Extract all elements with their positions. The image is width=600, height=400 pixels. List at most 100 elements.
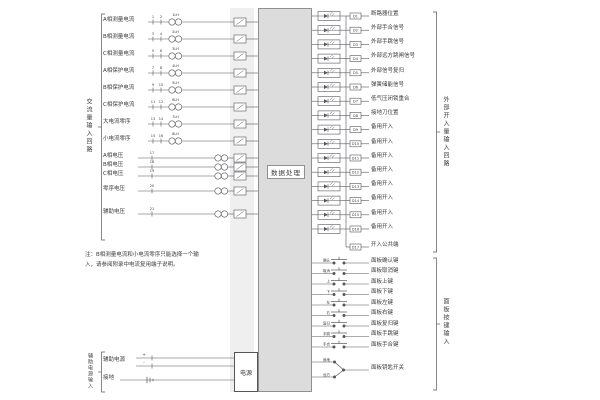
- panel-key-short-label: 左: [327, 300, 331, 305]
- contact-dot: [332, 271, 336, 275]
- analog-voltage-label: 辅助电压: [103, 208, 126, 215]
- converter-slash: [236, 36, 244, 42]
- opto-diode: [324, 113, 328, 118]
- terminal-number: 8: [160, 66, 162, 70]
- panel-key-short-label: 手合: [323, 342, 331, 347]
- digital-input-label: 接地刀位置: [371, 110, 399, 117]
- panel-key-label: 面板左键: [371, 299, 394, 306]
- digital-group-label: 外部开入量输入回路: [442, 96, 449, 168]
- contact-dot: [332, 345, 336, 349]
- data-processing-label: 数据处理: [271, 169, 301, 177]
- terminal-number: 21: [150, 207, 154, 211]
- analog-current-label: 大电流零序: [103, 118, 131, 125]
- digital-input-label: 备用开入: [371, 152, 394, 159]
- analog-voltage-label: A相电压: [103, 152, 124, 159]
- terminal-number: 16: [159, 134, 163, 138]
- contact-dot: [332, 282, 336, 286]
- power-row-label: 接地: [103, 375, 115, 381]
- terminal-number: 19: [150, 169, 154, 173]
- digital-input-label: 外部远方跳闸信号: [371, 53, 416, 60]
- converter-slash: [236, 173, 244, 179]
- converter-slash: [236, 104, 244, 110]
- digital-input-label: 备用开入: [371, 209, 394, 216]
- digital-input-label: 断路器位置: [371, 10, 399, 17]
- terminal-number: D3: [353, 43, 358, 47]
- digital-input-label: 外部信号复归: [371, 67, 405, 74]
- panel-key-label: 面板上键: [371, 278, 394, 285]
- terminal-number: 1: [152, 15, 154, 19]
- converter-slash: [236, 87, 244, 93]
- opto-arrow: [329, 196, 333, 200]
- digital-input-label: 备用开入: [371, 181, 394, 188]
- keyswitch-arm: [335, 370, 344, 377]
- terminal-number: D13: [352, 185, 359, 189]
- contact-dot: [342, 324, 346, 328]
- opto-arrow: [329, 139, 333, 143]
- digital-input-label: 备用开入: [371, 167, 394, 173]
- analog-current-label: B相测量电流: [103, 33, 135, 40]
- opto-diode: [324, 170, 328, 175]
- opto-diode: [324, 42, 328, 47]
- opto-arrow: [331, 98, 335, 101]
- terminal-number: 14: [159, 117, 164, 121]
- opto-arrow: [329, 97, 333, 100]
- terminal-number: 18: [150, 160, 154, 164]
- converter-slash: [236, 138, 244, 144]
- terminal-number: D7: [353, 100, 358, 104]
- terminal-number: D16: [352, 227, 359, 231]
- opto-arrow: [331, 140, 335, 144]
- terminal-number: 5: [152, 49, 154, 53]
- opto-diode: [324, 127, 328, 132]
- digital-input-label: 外部手合信号: [371, 25, 405, 31]
- opto-diode: [324, 99, 328, 104]
- analog-current-label: C相测量电流: [103, 50, 135, 57]
- opto-arrow: [331, 84, 335, 87]
- converter-slash: [236, 155, 244, 161]
- note-text: 注：B相测量电流和小电流零序只能选择一个输入，请参阅附录中电流复用端子说明。: [85, 252, 199, 268]
- terminal-number: D10: [352, 142, 359, 146]
- terminal-number: D4: [353, 57, 359, 61]
- ct-tag: 8LH: [172, 132, 179, 136]
- opto-diode: [324, 212, 328, 217]
- opto-arrow: [331, 41, 335, 45]
- terminal-number: 20: [150, 184, 154, 188]
- digital-input-label: 弹簧储能信号: [371, 81, 405, 88]
- contact-dot: [332, 375, 336, 379]
- terminal-number: D2: [353, 29, 358, 33]
- power-supply-label: 电源: [239, 369, 252, 377]
- opto-arrow: [329, 111, 333, 115]
- terminal-number: 17: [150, 151, 154, 155]
- opto-arrow: [329, 154, 333, 157]
- panel-key-label: 面板手跳键: [371, 331, 399, 338]
- opto-arrow: [331, 13, 335, 16]
- opto-arrow: [329, 125, 333, 129]
- opto-diode: [324, 85, 328, 89]
- ct-tag: 1LH: [172, 13, 179, 17]
- terminal-number: 7: [152, 66, 154, 70]
- converter-slash: [236, 19, 244, 25]
- panel-key-label: 面板取消键: [371, 268, 399, 275]
- analog-current-label: B相保护电流: [103, 84, 135, 91]
- panel-key-short-label: 复归: [323, 321, 331, 326]
- keyswitch-position-label: 就地: [323, 357, 331, 362]
- opto-arrow: [329, 83, 333, 86]
- power-group-label: 辅助电源输入: [87, 353, 93, 389]
- analog-current-label: 小电流零序: [103, 135, 131, 142]
- opto-arrow: [331, 27, 335, 30]
- ct-tag: 2LH: [172, 30, 179, 34]
- ct-tag: 7LH: [172, 115, 179, 119]
- opto-diode: [324, 28, 328, 33]
- power-row-label: 辅助电源: [103, 356, 126, 363]
- contact-dot: [342, 334, 346, 338]
- contact-dot: [342, 261, 346, 265]
- power-supply-box: 电源: [234, 352, 258, 392]
- opto-diode: [324, 14, 328, 18]
- terminal-number: 10: [159, 83, 163, 87]
- opto-arrow: [329, 210, 333, 214]
- analog-current-label: C相保护电流: [103, 101, 135, 108]
- opto-diode: [324, 141, 328, 146]
- opto-diode: [324, 198, 328, 203]
- terminal-number: D9: [353, 128, 358, 132]
- terminal-number: D15: [352, 213, 359, 217]
- terminal-number: 11: [151, 100, 155, 104]
